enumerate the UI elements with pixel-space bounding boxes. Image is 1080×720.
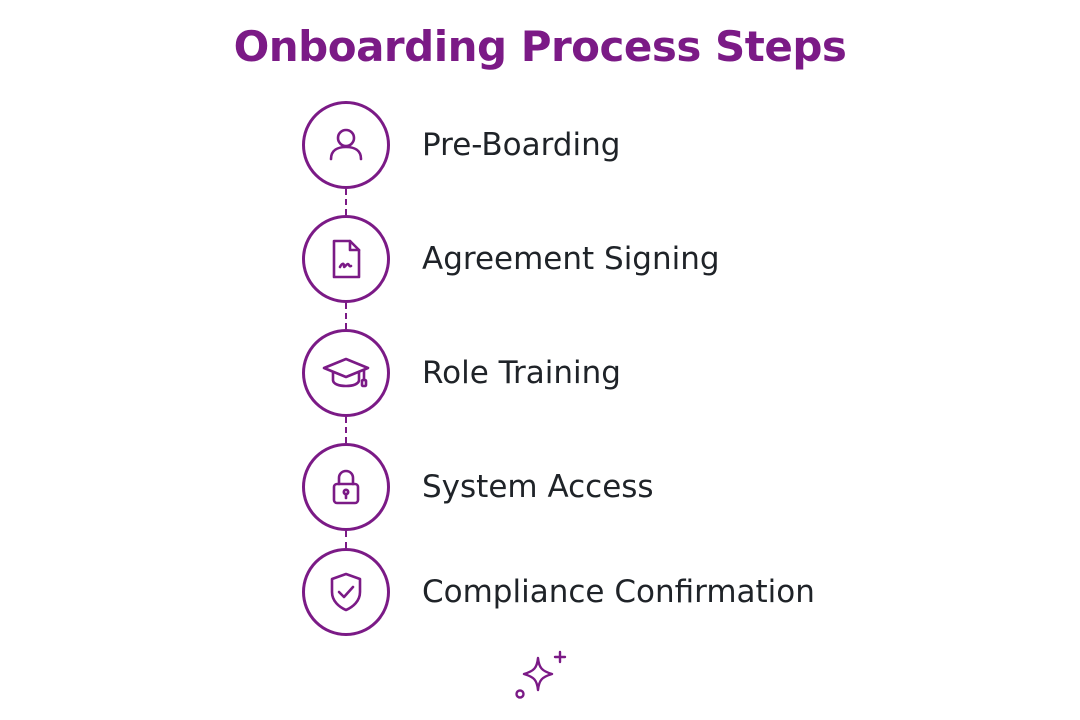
step-icon-circle xyxy=(302,215,390,303)
step-system-access: System Access xyxy=(302,443,654,531)
step-connector xyxy=(345,417,347,443)
step-icon-circle xyxy=(302,548,390,636)
step-connector xyxy=(345,303,347,329)
graduation-cap-icon xyxy=(322,357,370,388)
person-icon xyxy=(329,128,363,161)
step-label: Agreement Signing xyxy=(422,241,720,277)
step-label: Role Training xyxy=(422,355,621,391)
step-agreement-signing: Agreement Signing xyxy=(302,215,720,303)
step-label: System Access xyxy=(422,469,654,505)
step-label: Compliance Confirmation xyxy=(422,574,815,610)
step-label: Pre-Boarding xyxy=(422,127,621,163)
signed-document-icon xyxy=(332,239,361,279)
step-icon-circle xyxy=(302,101,390,189)
step-compliance-confirmation: Compliance Confirmation xyxy=(302,548,815,636)
step-connector xyxy=(345,189,347,215)
step-icon-circle xyxy=(302,329,390,417)
page-title: Onboarding Process Steps xyxy=(233,22,847,71)
step-connector xyxy=(345,531,347,548)
step-icon-circle xyxy=(302,443,390,531)
padlock-icon xyxy=(332,469,360,505)
step-role-training: Role Training xyxy=(302,329,621,417)
step-pre-boarding: Pre-Boarding xyxy=(302,101,620,189)
sparkle-icon xyxy=(515,650,567,699)
shield-check-icon xyxy=(330,572,362,612)
